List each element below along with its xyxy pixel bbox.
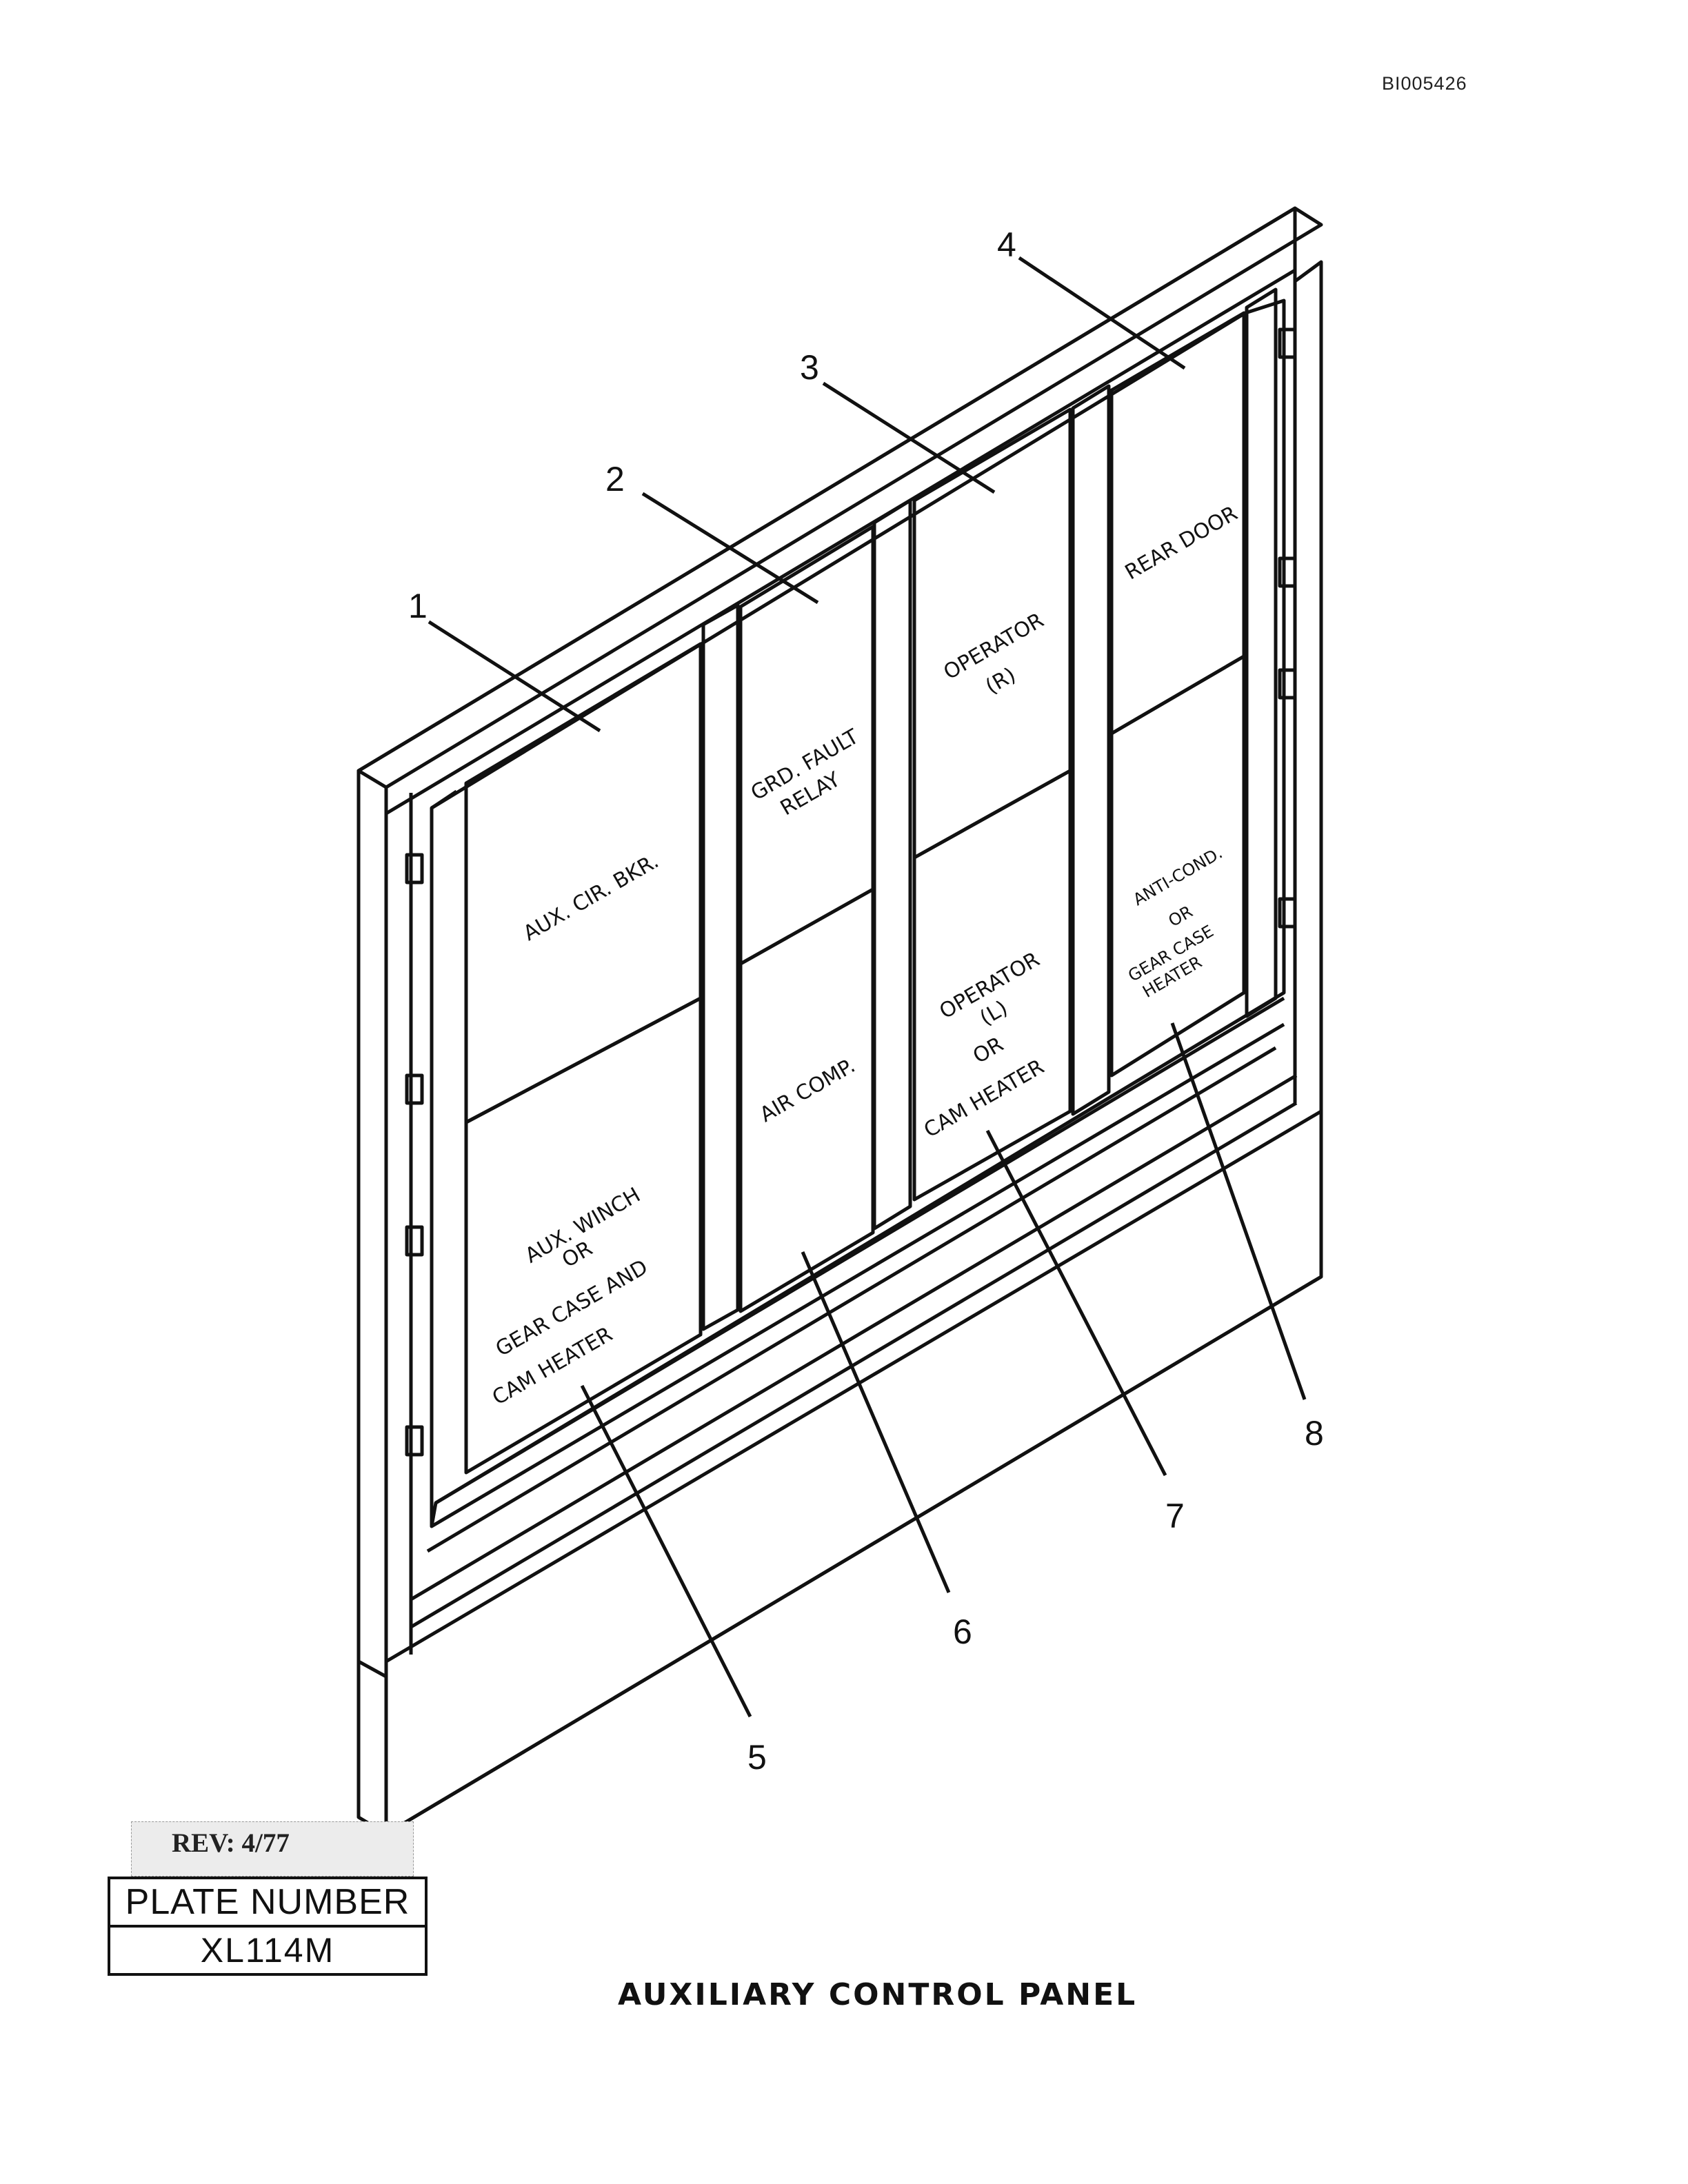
- drawing-title: AUXILIARY CONTROL PANEL: [618, 1977, 1138, 2012]
- callout-7: 7: [1165, 1497, 1185, 1535]
- leader-line-5: [580, 1384, 752, 1718]
- hinge: [405, 853, 424, 884]
- divider-4: [1245, 287, 1278, 1018]
- callout-6: 6: [953, 1612, 972, 1651]
- panel-6-door: [738, 887, 875, 1313]
- leader-line-7: [985, 1129, 1167, 1477]
- leader-line-8: [1170, 1022, 1307, 1400]
- panel-1-label: AUX. CIR. BKR.: [519, 849, 663, 946]
- callout-3: 3: [800, 348, 819, 387]
- panel-5-door: [464, 996, 703, 1475]
- panel-7-door: [912, 769, 1072, 1202]
- revision-text: REV: 4/77: [172, 1828, 290, 1858]
- mounting-plate-shelf: [430, 1022, 1285, 1528]
- plinth-top-edge: [357, 1659, 388, 1679]
- callout-8: 8: [1305, 1414, 1324, 1453]
- divider-2: [872, 498, 912, 1231]
- divider-1: [701, 603, 740, 1331]
- revision-stamp: REV: 4/77: [131, 1821, 414, 1877]
- cabinet-base-plinth: [384, 1109, 1323, 1836]
- leader-line-6: [801, 1251, 951, 1593]
- cabinet-frame-front: [356, 206, 1323, 1836]
- hinge: [405, 1225, 424, 1257]
- callout-2: 2: [605, 460, 625, 498]
- plate-number-label: PLATE NUMBER: [108, 1877, 428, 1926]
- leader-line-3: [822, 381, 996, 494]
- callout-4: 4: [997, 225, 1016, 264]
- divider-3: [1071, 384, 1111, 1116]
- hinge: [1278, 327, 1297, 359]
- mounting-plate-bottom-edge: [434, 996, 1285, 1505]
- panel-7-label-line3: OR: [969, 1033, 1007, 1069]
- plate-number-value: XL114M: [108, 1926, 428, 1976]
- inner-rail-bottom-2: [410, 1101, 1298, 1629]
- panel-7-label-line4: CAM HEATER: [920, 1055, 1048, 1143]
- hinge: [1278, 556, 1297, 588]
- panel-3-label-line2: (R): [981, 663, 1020, 699]
- cabinet-top-rail: [356, 206, 1323, 789]
- inner-rail-bottom-3: [426, 1046, 1277, 1553]
- hinge: [1278, 897, 1297, 929]
- callout-5: 5: [747, 1738, 767, 1777]
- panel-8-label-line2: OR: [1165, 902, 1196, 931]
- document-id: BI005426: [1382, 73, 1467, 94]
- hinge: [405, 1425, 424, 1457]
- plate-number-block: REV: 4/77 PLATE NUMBER XL114M: [108, 1821, 428, 1976]
- panel-8-label-line1: ANTI-COND.: [1129, 843, 1225, 909]
- hinge: [1278, 668, 1297, 700]
- mounting-plate-edge: [430, 789, 458, 810]
- cabinet-rail-line: [385, 268, 1296, 816]
- panel-8-door: [1109, 654, 1246, 1078]
- leader-line-4: [1018, 256, 1186, 370]
- leader-line-2: [641, 492, 819, 605]
- panel-4-label: REAR DOOR: [1121, 501, 1242, 585]
- callout-1: 1: [408, 587, 428, 625]
- hinge: [405, 1073, 424, 1105]
- panel-6-label: AIR COMP.: [756, 1053, 859, 1127]
- leader-line-1: [428, 620, 601, 733]
- inner-rail-bottom-1: [410, 1073, 1298, 1601]
